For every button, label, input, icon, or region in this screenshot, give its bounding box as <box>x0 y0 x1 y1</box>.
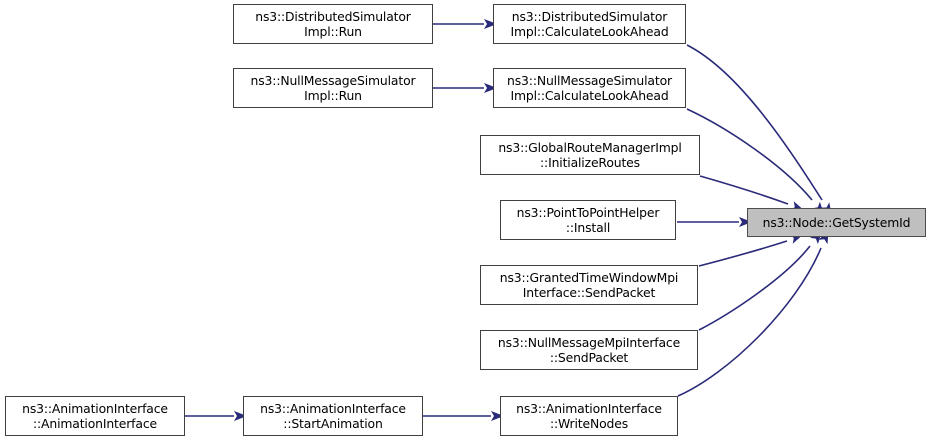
graph-node-label: ns3::NullMessageMpiInterface ::SendPacke… <box>497 334 681 365</box>
graph-node-animationinterface-startanimation[interactable]: ns3::AnimationInterface ::StartAnimation <box>243 396 423 436</box>
graph-node-distributed-simulator-impl-calculatelookahead[interactable]: ns3::DistributedSimulator Impl::Calculat… <box>493 4 686 44</box>
graph-node-nullmessage-simulator-impl-run[interactable]: ns3::NullMessageSimulator Impl::Run <box>233 68 433 108</box>
graph-node-label: ns3::NullMessageSimulator Impl::Run <box>250 72 416 103</box>
graph-node-node-getsystemid[interactable]: ns3::Node::GetSystemId <box>747 208 926 237</box>
call-edge <box>677 247 822 397</box>
graph-node-label: ns3::Node::GetSystemId <box>762 214 911 230</box>
graph-node-label: ns3::NullMessageSimulator Impl::Calculat… <box>507 72 672 103</box>
graph-node-globalroutemanagerimpl-initializeroutes[interactable]: ns3::GlobalRouteManagerImpl ::Initialize… <box>480 135 700 175</box>
call-edge <box>699 175 789 205</box>
graph-node-animationinterface-animationinterface[interactable]: ns3::AnimationInterface ::AnimationInter… <box>5 396 185 436</box>
graph-node-label: ns3::AnimationInterface ::AnimationInter… <box>22 400 168 431</box>
graph-node-label: ns3::AnimationInterface ::WriteNodes <box>516 400 662 431</box>
graph-node-pointtopointhelper-install[interactable]: ns3::PointToPointHelper ::Install <box>500 200 676 240</box>
graph-node-label: ns3::DistributedSimulator Impl::Calculat… <box>510 8 669 39</box>
graph-node-animationinterface-writenodes[interactable]: ns3::AnimationInterface ::WriteNodes <box>500 396 678 436</box>
graph-node-nullmessagempiinterface-sendpacket[interactable]: ns3::NullMessageMpiInterface ::SendPacke… <box>480 330 698 370</box>
graph-node-distributed-simulator-impl-run[interactable]: ns3::DistributedSimulator Impl::Run <box>233 4 433 44</box>
call-edge <box>698 245 811 331</box>
graph-node-nullmessage-simulator-impl-calculatelookahead[interactable]: ns3::NullMessageSimulator Impl::Calculat… <box>493 68 686 108</box>
call-edge <box>686 44 823 201</box>
graph-node-label: ns3::AnimationInterface ::StartAnimation <box>260 400 406 431</box>
graph-node-label: ns3::GlobalRouteManagerImpl ::Initialize… <box>498 139 682 170</box>
graph-node-grantedtimewindowmpiinterface-sendpacket[interactable]: ns3::GrantedTimeWindowMpi Interface::Sen… <box>480 265 698 305</box>
graph-node-label: ns3::GrantedTimeWindowMpi Interface::Sen… <box>499 269 679 300</box>
call-edge <box>686 108 813 201</box>
graph-node-label: ns3::PointToPointHelper ::Install <box>516 204 660 235</box>
call-edge <box>698 240 788 267</box>
graph-node-label: ns3::DistributedSimulator Impl::Run <box>255 8 411 39</box>
